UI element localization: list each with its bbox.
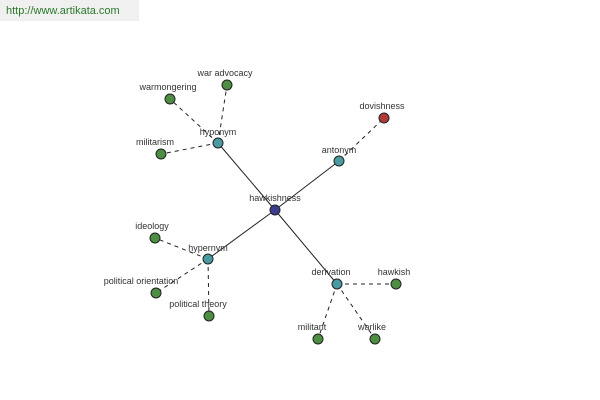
node-derivation-marker[interactable] (331, 278, 343, 290)
edge-hyponym-war-advocacy (217, 84, 228, 144)
node-militarism-marker[interactable] (155, 148, 167, 160)
edge-hyponym-militarism (160, 142, 219, 155)
edge-hypernym-political-theory (207, 258, 210, 317)
edge-hyponym-warmongering (169, 98, 219, 144)
node-antonym-label: antonym (322, 145, 357, 155)
node-hyponym-label: hyponym (200, 127, 237, 137)
node-dovishness-label: dovishness (359, 101, 405, 111)
node-antonym[interactable]: antonym (322, 145, 357, 167)
node-militant-label: militant (298, 322, 327, 332)
node-derivation[interactable]: derivation (311, 267, 351, 290)
node-political-orientation-label: political orientation (104, 276, 179, 286)
node-militarism[interactable]: militarism (136, 137, 174, 160)
node-political-orientation[interactable]: political orientation (104, 276, 179, 299)
node-political-theory-marker[interactable] (203, 310, 215, 322)
node-war-advocacy[interactable]: war advocacy (196, 68, 253, 91)
node-dovishness-marker[interactable] (378, 112, 390, 124)
node-hawkishness[interactable]: hawkishness (249, 193, 301, 216)
node-warmongering-marker[interactable] (164, 93, 176, 105)
edge-derivation-warlike (336, 283, 376, 340)
node-dovishness[interactable]: dovishness (359, 101, 405, 124)
edge-hawkishness-hypernym (207, 209, 276, 260)
node-political-orientation-marker[interactable] (150, 287, 162, 299)
node-warlike[interactable]: warlike (357, 322, 386, 345)
node-hypernym-marker[interactable] (202, 253, 214, 265)
node-hypernym-label: hypernym (188, 243, 228, 253)
node-hawkish-label: hawkish (378, 267, 411, 277)
edge-hypernym-political-orientation (155, 258, 209, 294)
edge-hawkishness-antonym (274, 160, 340, 211)
edge-antonym-dovishness (338, 117, 385, 162)
node-hawkish[interactable]: hawkish (378, 267, 411, 290)
node-hawkishness-label: hawkishness (249, 193, 301, 203)
node-hyponym[interactable]: hyponym (200, 127, 237, 149)
edge-hypernym-ideology (154, 237, 209, 260)
node-political-theory[interactable]: political theory (169, 299, 227, 322)
node-militant-marker[interactable] (312, 333, 324, 345)
node-political-theory-label: political theory (169, 299, 227, 309)
edge-derivation-militant (317, 283, 338, 340)
node-warmongering-label: warmongering (138, 82, 196, 92)
node-antonym-marker[interactable] (333, 155, 345, 167)
edges-layer (154, 84, 396, 340)
node-ideology-label: ideology (135, 221, 169, 231)
node-hyponym-marker[interactable] (212, 137, 224, 149)
node-ideology[interactable]: ideology (135, 221, 169, 244)
source-url-banner[interactable]: http://www.artikata.com (0, 0, 139, 21)
node-hypernym[interactable]: hypernym (188, 243, 228, 265)
edge-hawkishness-hyponym (217, 142, 276, 211)
edge-hawkishness-derivation (274, 209, 338, 285)
node-ideology-marker[interactable] (149, 232, 161, 244)
node-war-advocacy-marker[interactable] (221, 79, 233, 91)
node-militarism-label: militarism (136, 137, 174, 147)
node-warlike-marker[interactable] (369, 333, 381, 345)
node-warmongering[interactable]: warmongering (138, 82, 197, 105)
node-war-advocacy-label: war advocacy (196, 68, 253, 78)
node-militant[interactable]: militant (298, 322, 327, 345)
node-hawkish-marker[interactable] (390, 278, 402, 290)
node-derivation-label: derivation (311, 267, 350, 277)
node-hawkishness-marker[interactable] (269, 204, 281, 216)
node-warlike-label: warlike (357, 322, 386, 332)
